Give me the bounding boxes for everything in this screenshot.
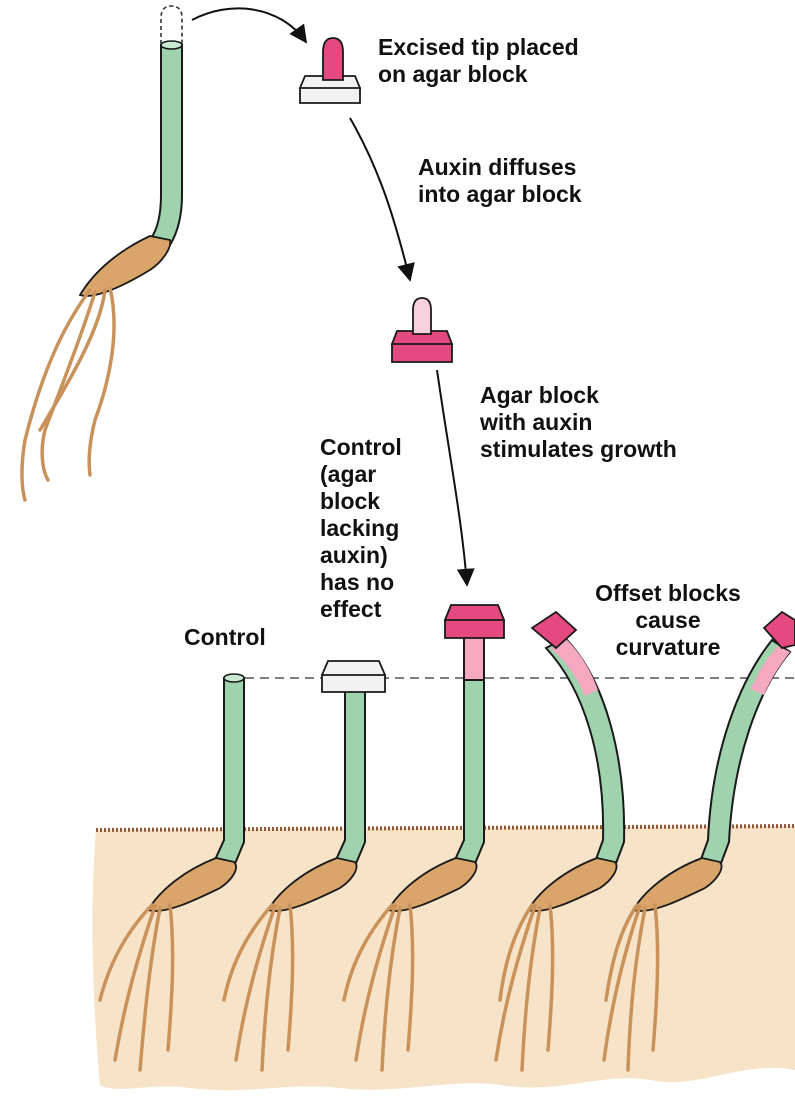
tip-on-agar <box>300 38 360 103</box>
seed <box>80 236 170 296</box>
agar-with-auxin <box>392 298 452 362</box>
label-control: Control <box>184 624 266 651</box>
cut-surface <box>161 41 182 49</box>
auxin-zone <box>464 636 484 680</box>
label-excised-tip: Excised tip placed on agar block <box>378 34 579 88</box>
label-control-note: Control (agar block lacking auxin) has n… <box>320 434 402 623</box>
agar-block-auxin <box>392 331 452 362</box>
coleoptile-stem <box>150 45 182 245</box>
agar-block-auxin <box>445 605 504 638</box>
label-offset-blocks: Offset blocks cause curvature <box>578 580 758 661</box>
removed-tip-outline <box>161 6 182 44</box>
stem-top <box>224 674 244 682</box>
label-agar-with-auxin: Agar block with auxin stimulates growth <box>480 382 677 463</box>
agar-block-plain <box>322 661 385 692</box>
seedling-excised <box>22 6 182 500</box>
arrow-diffuses <box>350 118 410 280</box>
excised-tip <box>323 38 343 80</box>
label-auxin-diffuses: Auxin diffuses into agar block <box>418 154 582 208</box>
roots <box>22 288 114 500</box>
depleted-tip <box>413 298 431 334</box>
arrow-to-growth <box>437 370 467 585</box>
arrow-to-agar <box>192 8 306 42</box>
agar-block-auxin <box>764 612 795 648</box>
